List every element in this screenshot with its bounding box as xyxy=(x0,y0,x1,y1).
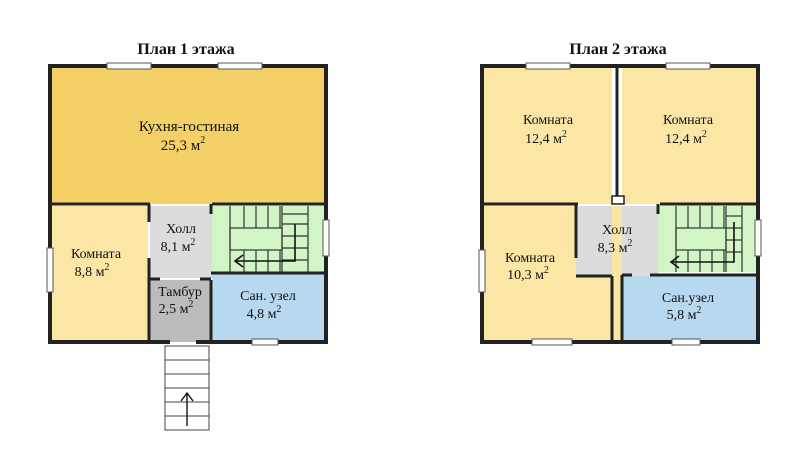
svg-text:12,4 м2: 12,4 м2 xyxy=(665,129,707,147)
floor2-room-bottom-left-label: Комната 10,3 м2 xyxy=(505,251,556,283)
floor1-plan: Кухня-гостиная 25,3 м2 Холл 8,1 м2 Комна… xyxy=(46,62,330,431)
svg-text:8,1 м2: 8,1 м2 xyxy=(161,237,196,255)
svg-text:2,5 м2: 2,5 м2 xyxy=(159,299,194,317)
floor2-bathroom-label: Сан.узел 5,8 м2 xyxy=(662,291,714,323)
svg-text:Кухня-гостиная: Кухня-гостиная xyxy=(139,119,239,135)
floor2-plan: Комната 12,4 м2 Комната 12,4 м2 Комната … xyxy=(478,62,762,346)
floor1-vestibule-label: Тамбур 2,5 м2 xyxy=(158,285,202,317)
svg-text:Тамбур: Тамбур xyxy=(158,285,202,300)
svg-text:12,4 м2: 12,4 м2 xyxy=(525,129,567,147)
floor2-bathroom xyxy=(622,276,756,342)
svg-text:Холл: Холл xyxy=(166,222,196,237)
floor2-windows xyxy=(478,62,762,346)
floor2-stair-treads xyxy=(675,206,743,272)
floor1-title: План 1 этажа xyxy=(137,41,234,58)
svg-text:4,8 м2: 4,8 м2 xyxy=(247,304,282,322)
floor1-kitchen-label: Кухня-гостиная 25,3 м2 xyxy=(139,119,239,154)
floor2-room-top-left xyxy=(484,68,612,204)
svg-text:Комната: Комната xyxy=(663,113,714,128)
floor2-room-top-right xyxy=(622,68,756,204)
floor1-windows xyxy=(46,62,330,346)
svg-text:10,3 м2: 10,3 м2 xyxy=(507,265,549,283)
svg-text:Комната: Комната xyxy=(523,113,574,128)
floor1-room xyxy=(52,206,148,340)
svg-text:Комната: Комната xyxy=(505,251,556,266)
floor1-room-label: Комната 8,8 м2 xyxy=(71,247,122,280)
floor2-room-bottom-left-extension xyxy=(612,206,622,342)
floor1-hall-label: Холл 8,1 м2 xyxy=(161,222,196,255)
floor2-room-top-left-label: Комната 12,4 м2 xyxy=(523,113,574,147)
svg-text:5,8 м2: 5,8 м2 xyxy=(667,305,702,323)
floor1-interior-walls xyxy=(52,202,324,342)
floor2-title: План 2 этажа xyxy=(569,41,666,58)
svg-text:25,3 м2: 25,3 м2 xyxy=(161,135,206,154)
floor1-bathroom-label: Сан. узел 4,8 м2 xyxy=(240,289,296,322)
svg-text:Комната: Комната xyxy=(71,247,122,262)
floor1-stair-arrow xyxy=(233,224,296,268)
floor2-hall-label: Холл 8,3 м2 xyxy=(598,223,633,256)
up-arrow-icon xyxy=(180,391,194,426)
floor1-vestibule xyxy=(150,280,210,342)
floor2-stair-arrow xyxy=(669,222,735,269)
floor2-room-top-right-label: Комната 12,4 м2 xyxy=(663,113,714,147)
floor1-kitchen xyxy=(52,68,324,204)
floor2-stairs xyxy=(658,206,756,272)
floor1-hall xyxy=(150,206,212,278)
floor1-exterior-wall xyxy=(48,64,328,344)
svg-text:Сан. узел: Сан. узел xyxy=(240,289,296,304)
svg-text:8,3 м2: 8,3 м2 xyxy=(598,238,633,256)
floor1-bathroom xyxy=(212,274,324,342)
svg-text:Холл: Холл xyxy=(602,223,632,238)
svg-text:Сан.узел: Сан.узел xyxy=(662,291,714,306)
svg-text:8,8 м2: 8,8 м2 xyxy=(75,262,110,280)
floor2-interior-walls xyxy=(484,66,756,342)
floor2-exterior-wall xyxy=(480,64,760,344)
